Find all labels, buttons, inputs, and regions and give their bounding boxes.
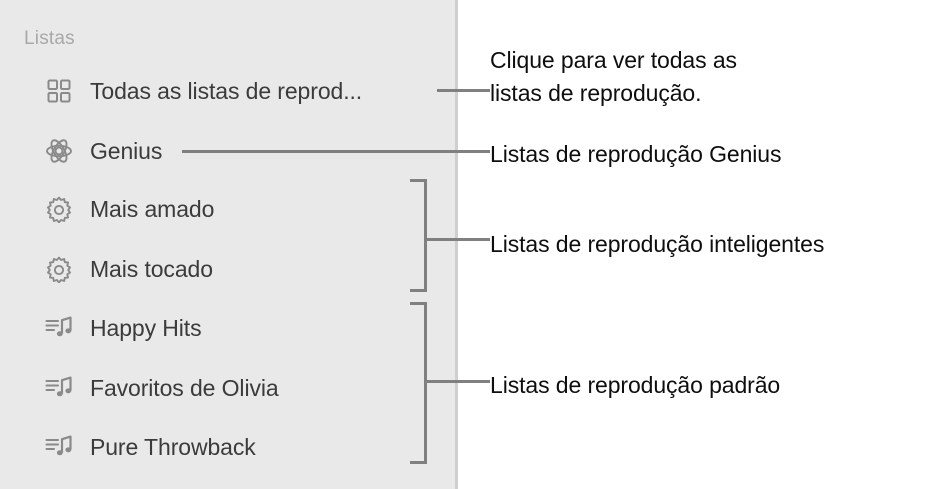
playlist-row[interactable]: Pure Throwback [0,427,455,467]
playlist-row-label: Pure Throwback [90,433,256,460]
playlist-row-label: Happy Hits [90,314,202,341]
playlist-row[interactable]: Favoritos de Olivia [0,368,455,408]
sidebar-divider [455,0,458,489]
playlist-row-label: Mais amado [90,195,215,222]
annotation-leader-line [424,238,490,241]
playlist-icon [44,313,74,343]
playlist-icon [44,432,74,462]
grid-icon [44,76,74,106]
playlist-row-label: Genius [90,137,163,164]
annotation-leader-line [424,380,490,383]
annotation-bracket [410,179,427,292]
playlist-row[interactable]: Genius [0,131,455,171]
playlists-sidebar [0,0,455,489]
gear-icon [44,254,74,284]
annotation-text: Clique para ver todas as listas de repro… [490,47,737,106]
playlist-row-label: Todas as listas de reprod... [90,77,363,104]
playlist-row-label: Mais tocado [90,255,213,282]
annotation-text: Listas de reprodução inteligentes [490,231,825,257]
annotation-bracket [410,302,427,464]
playlist-row[interactable]: Mais amado [0,189,455,229]
playlist-icon [44,373,74,403]
annotation-text: Listas de reprodução Genius [490,141,782,167]
atom-icon [44,136,74,166]
annotation-leader-line [182,150,490,153]
playlist-row[interactable]: Todas as listas de reprod... [0,71,455,111]
playlist-row[interactable]: Mais tocado [0,249,455,289]
sidebar-section-header: Listas [24,28,75,49]
playlist-row[interactable]: Happy Hits [0,308,455,348]
playlist-row-label: Favoritos de Olivia [90,374,279,401]
gear-icon [44,194,74,224]
annotation-leader-line [437,89,490,92]
annotation-text: Listas de reprodução padrão [490,372,781,398]
